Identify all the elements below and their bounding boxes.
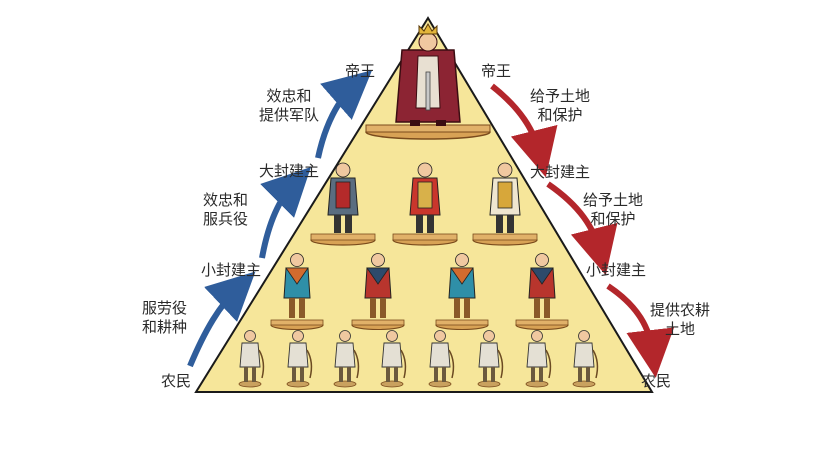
arrow-great-lord-to-small-lord: [546, 181, 618, 276]
peasant-figure: [238, 330, 265, 388]
label-grant-land-protection-1: 给予土地 和保护: [530, 87, 591, 124]
label-right-great-lord: 大封建主: [530, 163, 591, 181]
emperor-figure: [395, 22, 461, 126]
small-lord-figure: [351, 253, 405, 331]
peasant-figure: [525, 330, 552, 388]
label-labor-farming: 服劳役 和耕种: [142, 299, 188, 336]
peasant-figure: [333, 330, 360, 388]
great-lord-figure: [310, 162, 376, 246]
label-left-great-lord: 大封建主: [259, 162, 320, 180]
label-left-small-lord: 小封建主: [201, 261, 262, 279]
great-lord-figure: [392, 162, 458, 246]
peasant-figure: [380, 330, 407, 388]
label-left-peasant: 农民: [161, 372, 192, 390]
peasant-row: [238, 330, 599, 388]
arrow-great-lord-to-emperor: [315, 70, 373, 159]
arrow-small-lord-to-great-lord: [259, 167, 311, 259]
small-lord-platforms: [270, 253, 569, 331]
arrow-peasant-to-small-lord: [187, 271, 256, 368]
great-lord-figure: [472, 162, 538, 246]
small-lord-figure: [435, 253, 489, 331]
small-lord-figure: [515, 253, 569, 331]
great-lord-platforms: [310, 162, 538, 246]
emperor-platform: [365, 124, 491, 140]
peasant-figure: [286, 330, 313, 388]
arrow-small-lord-to-peasant: [606, 283, 675, 378]
label-loyalty-military: 效忠和 提供军队: [259, 87, 320, 124]
label-grant-land-protection-2: 给予土地 和保护: [583, 191, 644, 228]
label-right-emperor: 帝王: [481, 62, 512, 80]
peasant-figure: [572, 330, 599, 388]
arrow-emperor-to-great-lord: [490, 83, 558, 178]
label-right-peasant: 农民: [641, 372, 672, 390]
label-loyalty-service: 效忠和 服兵役: [203, 191, 249, 228]
small-lord-figure: [270, 253, 324, 331]
label-provide-farmland: 提供农耕 土地: [650, 301, 711, 338]
peasant-figure: [428, 330, 455, 388]
label-right-small-lord: 小封建主: [586, 261, 647, 279]
label-left-emperor: 帝王: [345, 62, 376, 80]
peasant-figure: [477, 330, 504, 388]
